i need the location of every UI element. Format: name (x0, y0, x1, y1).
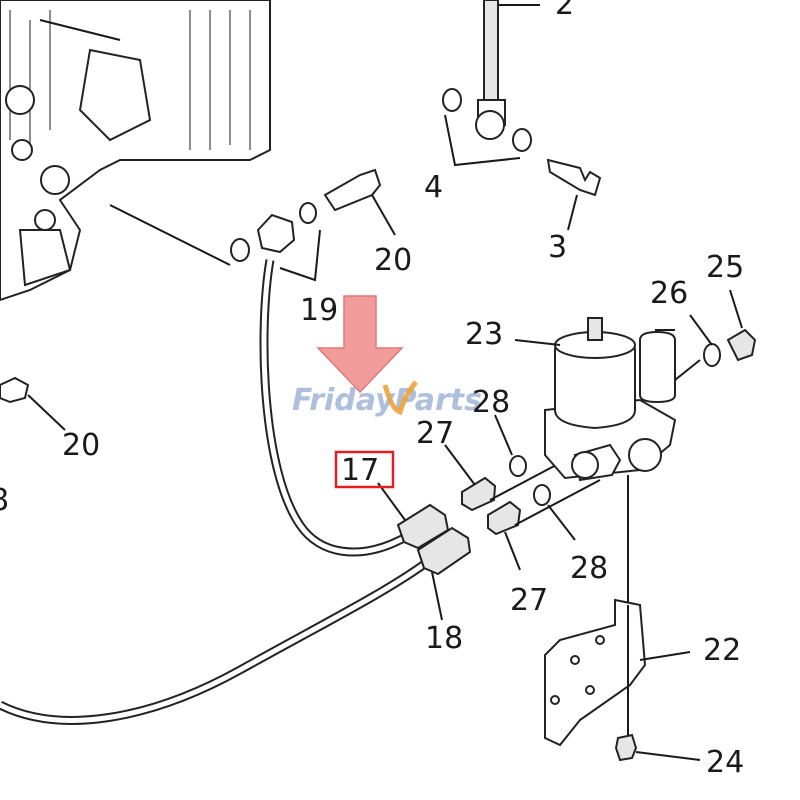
callout-27-bottom: 27 (510, 583, 548, 618)
callout-3: 3 (548, 230, 567, 265)
callout-edge: 8 (0, 483, 9, 518)
callout-27-top: 27 (416, 416, 454, 451)
callout-4: 4 (424, 170, 443, 205)
top-rod-assembly (442, 0, 602, 231)
callout-23: 23 (465, 317, 503, 352)
watermark-part1: Friday (292, 383, 396, 418)
bracket-assembly (544, 598, 701, 762)
callout-25: 25 (706, 250, 744, 285)
callout-26: 26 (650, 276, 688, 311)
fuel-filter-assembly (514, 317, 701, 605)
small-parts-25-26 (689, 289, 757, 367)
callout-24: 24 (706, 745, 744, 780)
watermark-logo: FridayParts (292, 383, 482, 418)
callout-20-left: 20 (62, 428, 100, 463)
highlight-arrow (316, 295, 404, 394)
callout-28-bottom: 28 (570, 551, 608, 586)
highlight-box (334, 450, 395, 489)
callout-labels: 2 4 3 20 19 20 8 23 25 26 28 27 17 28 27… (0, 0, 744, 780)
fuel-hoses (0, 259, 472, 725)
watermark-swoosh (382, 380, 418, 416)
watermark-part2: Parts (395, 383, 482, 418)
callout-28-top: 28 (472, 385, 510, 420)
left-bolt-drawing (0, 376, 66, 431)
callout-19: 19 (300, 293, 338, 328)
callout-2: 2 (555, 0, 574, 22)
hose-banjo-assembly (230, 168, 396, 282)
engine-block-drawing (0, 0, 271, 302)
callout-22: 22 (703, 633, 741, 668)
callout-20-top: 20 (374, 243, 412, 278)
callout-18: 18 (425, 621, 463, 656)
callout-17: 17 (341, 453, 379, 488)
